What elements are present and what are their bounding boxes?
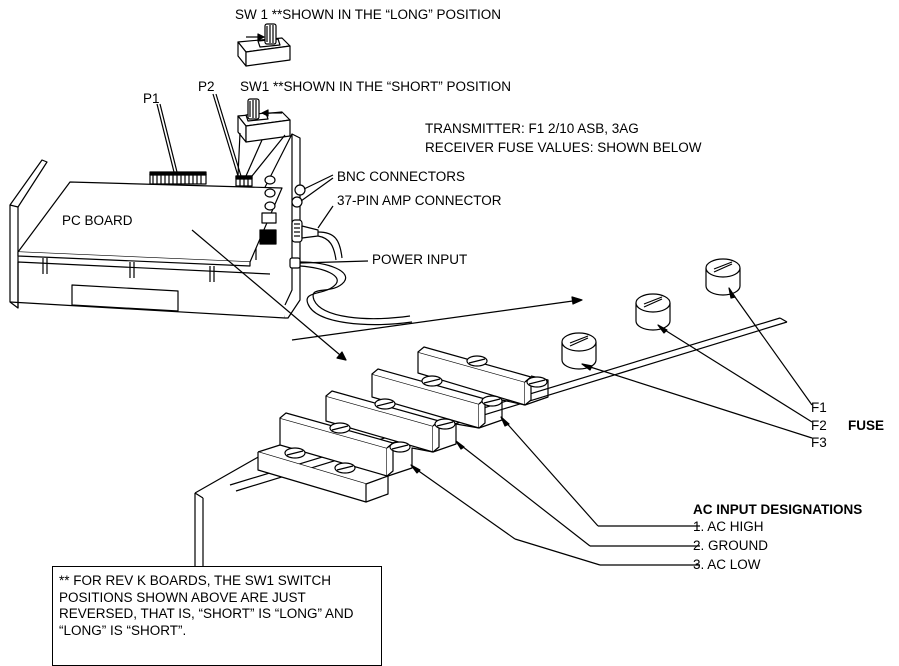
- p1-label: P1: [143, 91, 160, 106]
- f3-label: F3: [811, 435, 827, 450]
- ac-high-label: 1. AC HIGH: [693, 519, 764, 534]
- amp-connector-label: 37-PIN AMP CONNECTOR: [337, 193, 502, 208]
- ac-low-label: 3. AC LOW: [693, 557, 761, 572]
- pc-board-label: PC BOARD: [62, 213, 133, 228]
- sw1-short-switch: [237, 98, 291, 177]
- fuses: [561, 258, 813, 439]
- terminal-block: [194, 317, 788, 655]
- ac-input-designations-title: AC INPUT DESIGNATIONS: [693, 502, 863, 517]
- receiver-fuse-label: RECEIVER FUSE VALUES: SHOWN BELOW: [425, 140, 702, 155]
- sw1-long-label: SW 1 **SHOWN IN THE “LONG” POSITION: [235, 7, 502, 22]
- rev-k-note-text: ** FOR REV K BOARDS, THE SW1 SWITCH POSI…: [59, 573, 354, 638]
- fuse-label: FUSE: [848, 418, 885, 433]
- bnc-connectors-label: BNC CONNECTORS: [337, 169, 466, 184]
- label-leaders: [156, 93, 242, 177]
- f1-label: F1: [811, 400, 827, 415]
- chassis: [9, 133, 413, 326]
- sw1-long-switch: [237, 23, 291, 67]
- rev-k-note-box: ** FOR REV K BOARDS, THE SW1 SWITCH POSI…: [52, 566, 382, 666]
- p2-label: P2: [198, 79, 215, 94]
- sw1-short-label: SW1 **SHOWN IN THE “SHORT” POSITION: [240, 79, 512, 94]
- f2-label: F2: [811, 418, 827, 433]
- ground-label: 2. GROUND: [693, 538, 769, 553]
- transmitter-label: TRANSMITTER: F1 2/10 ASB, 3AG: [425, 121, 639, 136]
- pointer-arrows: [191, 229, 583, 361]
- power-input-label: POWER INPUT: [372, 252, 468, 267]
